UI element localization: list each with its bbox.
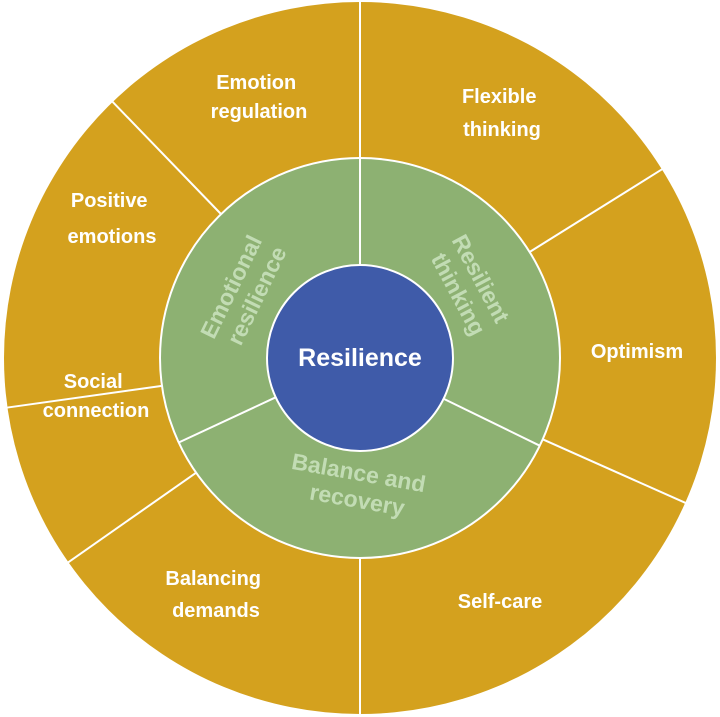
outer-divider-line bbox=[6, 384, 163, 409]
segment-self-care: Self-care bbox=[458, 591, 543, 613]
segment-optimism: Optimism bbox=[591, 341, 683, 363]
segment-positive-emotions: Positive emotions bbox=[68, 190, 157, 248]
segment-social-connection: Social connection bbox=[43, 371, 150, 422]
segment-label-line: demands bbox=[172, 600, 260, 622]
inner-divider-line bbox=[443, 397, 541, 447]
segment-balancing-demands: Balancing demands bbox=[165, 568, 266, 622]
segment-label-line: emotions bbox=[68, 226, 157, 248]
segment-label-line: Self-care bbox=[458, 591, 543, 613]
outer-divider-line bbox=[529, 167, 664, 253]
segment-label-line: Optimism bbox=[591, 341, 683, 363]
segment-label-line: Balancing bbox=[165, 568, 261, 590]
center-title: Resilience bbox=[298, 344, 422, 372]
segment-label-line: connection bbox=[43, 400, 150, 422]
outer-ring-dividers bbox=[6, 1, 687, 715]
center-circle bbox=[266, 264, 454, 452]
segment-label-line: thinking bbox=[463, 119, 541, 141]
segment-label-line: Positive bbox=[71, 190, 148, 212]
segment-label-line: Emotion bbox=[216, 72, 296, 94]
segment-label-line: Social bbox=[64, 371, 123, 393]
outer-divider-line bbox=[66, 471, 197, 564]
outer-divider-line bbox=[111, 100, 222, 215]
segment-emotion-regulation: Emotion regulation bbox=[211, 72, 308, 123]
outer-divider-line bbox=[542, 438, 687, 505]
inner-ring-dividers bbox=[178, 158, 541, 447]
segment-label-line: regulation bbox=[211, 101, 308, 123]
segment-flexible-thinking: Flexible thinking bbox=[462, 86, 542, 141]
inner-divider-line bbox=[178, 396, 277, 444]
segment-label-line: Flexible bbox=[462, 86, 536, 108]
